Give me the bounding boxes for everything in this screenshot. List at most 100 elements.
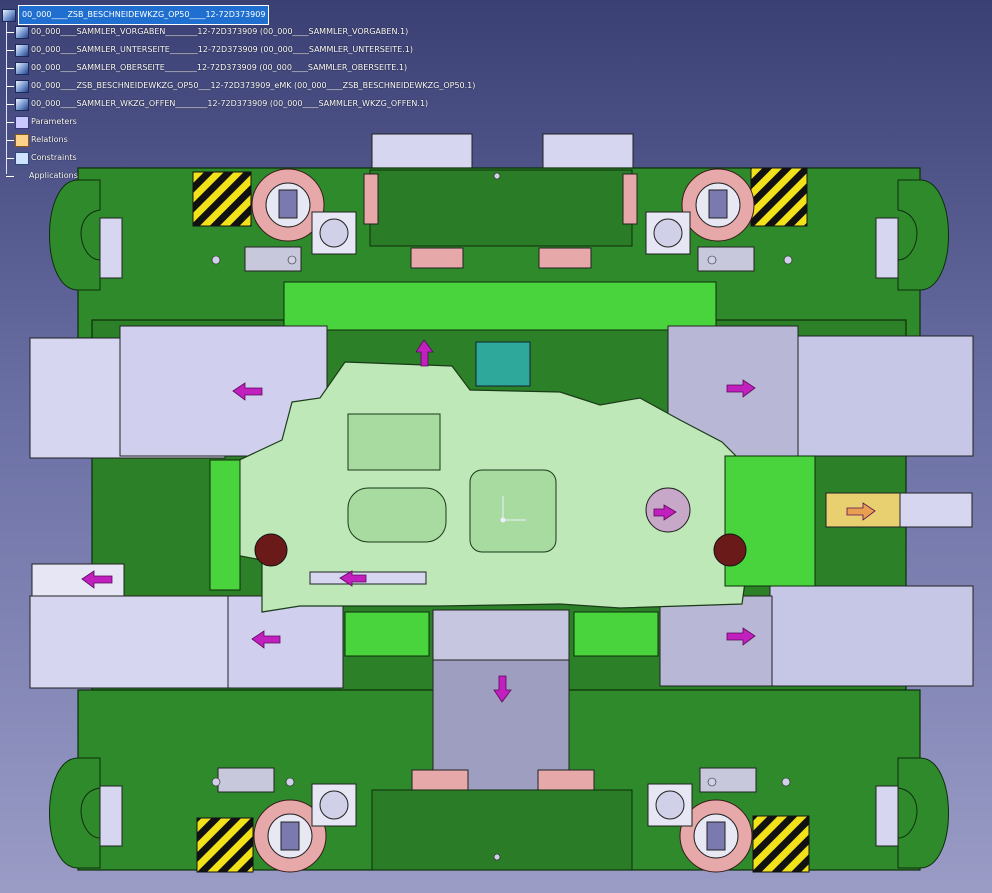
product-icon xyxy=(15,43,29,57)
relations-icon xyxy=(15,133,29,147)
hook-top-left xyxy=(49,179,101,291)
tree-node-label: 00_000____SAMMLER_VORGABEN________12-72D… xyxy=(31,27,409,36)
tree-node-label: 00_000____ZSB_BESCHNEIDEWKZG_OP50___12-7… xyxy=(31,81,476,90)
tree-node-label: Constraints xyxy=(31,153,77,162)
arrow-slot-left-icon xyxy=(339,570,367,587)
slide-right-lower-inner xyxy=(659,595,773,687)
lifting-lug-top-right xyxy=(681,168,755,242)
tree-spine xyxy=(6,14,7,174)
lower-center-channel xyxy=(371,789,633,871)
upper-pink-bar-left xyxy=(363,173,379,225)
arrow-right-yellow-icon xyxy=(846,502,876,521)
lower-gray-block-left xyxy=(217,767,275,793)
pad-plate-left xyxy=(209,459,241,591)
tree-node-child[interactable]: 00_000____SAMMLER_UNTERSEITE_______12-72… xyxy=(6,41,413,59)
bolt-block-top-left xyxy=(311,211,357,255)
tree-node-label: Applications xyxy=(29,171,78,180)
upper-pink-pad-left xyxy=(410,247,464,269)
bolt-small xyxy=(287,255,297,265)
tree-node-applications[interactable]: Applications xyxy=(6,167,78,185)
dark-red-bolt-right xyxy=(713,533,747,567)
tree-node-child[interactable]: 00_000____ZSB_BESCHNEIDEWKZG_OP50___12-7… xyxy=(6,77,475,95)
teal-cylinder-block xyxy=(475,341,531,387)
hazard-block-bottom-right xyxy=(752,815,810,873)
product-icon xyxy=(15,25,29,39)
bolt-small xyxy=(211,777,221,787)
product-icon xyxy=(2,8,16,22)
slide-right-small xyxy=(899,492,973,528)
arrow-left-small-icon xyxy=(81,570,113,589)
upper-pink-bar-right xyxy=(622,173,638,225)
tree-node-child[interactable]: 00_000____SAMMLER_VORGABEN________12-72D… xyxy=(6,23,408,41)
tree-node-label: Relations xyxy=(31,135,68,144)
arrow-up-icon xyxy=(415,339,434,367)
lifting-lug-bottom-right xyxy=(679,799,753,873)
lower-pink-pad-left xyxy=(411,769,469,793)
applications-icon xyxy=(15,171,27,182)
tree-node-label: 00_000____SAMMLER_OBERSEITE________12-72… xyxy=(31,63,408,72)
upper-center-channel xyxy=(369,169,633,247)
arrow-right-center-icon xyxy=(653,504,677,521)
upper-gray-block-right xyxy=(697,246,755,272)
arrow-left-lower-icon xyxy=(251,630,281,649)
bolt-small xyxy=(493,853,501,861)
lower-bolt-block-left xyxy=(344,611,430,657)
lower-bolt-block-right xyxy=(573,611,659,657)
dark-red-bolt-left xyxy=(254,533,288,567)
hazard-block-top-left xyxy=(192,171,252,227)
hazard-block-top-right xyxy=(750,167,808,227)
lifting-lug-top-left xyxy=(251,168,325,242)
guide-pin-top-right xyxy=(875,217,899,279)
tree-node-root[interactable]: 00_000____ZSB_BESCHNEIDEWKZG_OP50____12-… xyxy=(2,5,270,25)
product-icon xyxy=(15,61,29,75)
arrow-right-lower-icon xyxy=(726,627,756,646)
tree-node-label: Parameters xyxy=(31,117,77,126)
guide-pin-top-left xyxy=(99,217,123,279)
top-lifter-block-left xyxy=(371,133,473,171)
tree-node-label: 00_000____SAMMLER_UNTERSEITE_______12-72… xyxy=(31,45,413,54)
specification-tree: 00_000____ZSB_BESCHNEIDEWKZG_OP50____12-… xyxy=(0,0,520,190)
pad-plate-right xyxy=(724,455,816,587)
insert-top-bright xyxy=(283,281,717,331)
bolt-block-bottom-right xyxy=(647,783,693,827)
bolt-small xyxy=(783,255,793,265)
tree-node-label: 00_000____SAMMLER_WKZG_OFFEN________12-7… xyxy=(31,99,429,108)
bolt-small xyxy=(211,255,221,265)
tree-node-child[interactable]: 00_000____SAMMLER_WKZG_OFFEN________12-7… xyxy=(6,95,428,113)
product-icon xyxy=(15,97,29,111)
product-icon xyxy=(15,79,29,93)
lower-pink-pad-right xyxy=(537,769,595,793)
arrow-right-upper-icon xyxy=(726,379,756,398)
tree-node-parameters[interactable]: Parameters xyxy=(6,113,77,131)
constraints-icon xyxy=(15,151,29,165)
arrow-down-icon xyxy=(493,675,512,703)
parameters-icon xyxy=(15,115,29,129)
hook-top-right xyxy=(897,179,949,291)
guide-pin-bottom-left xyxy=(99,785,123,847)
slide-left-lower-inner xyxy=(227,595,344,689)
upper-pink-pad-right xyxy=(538,247,592,269)
bolt-small xyxy=(493,172,501,180)
guide-pin-bottom-right xyxy=(875,785,899,847)
top-center-insert xyxy=(347,413,441,471)
slide-right-upper xyxy=(769,335,974,457)
top-lifter-block-right xyxy=(542,133,634,171)
tree-node-child[interactable]: 00_000____SAMMLER_OBERSEITE________12-72… xyxy=(6,59,407,77)
tree-node-label: 00_000____ZSB_BESCHNEIDEWKZG_OP50____12-… xyxy=(18,5,270,25)
arrow-left-upper-icon xyxy=(232,382,263,401)
lifting-lug-bottom-left xyxy=(253,799,327,873)
slide-left-lower xyxy=(29,595,231,689)
tree-node-constraints[interactable]: Constraints xyxy=(6,149,77,167)
left-pocket xyxy=(347,487,447,543)
bolt-small xyxy=(285,777,295,787)
tree-node-relations[interactable]: Relations xyxy=(6,131,68,149)
hook-bottom-left xyxy=(49,757,101,869)
hazard-block-bottom-left xyxy=(196,817,254,873)
bolt-small xyxy=(781,777,791,787)
bolt-block-top-right xyxy=(645,211,691,255)
bolt-small xyxy=(707,777,717,787)
long-slot xyxy=(309,571,427,585)
axis-compass-icon xyxy=(500,496,526,523)
slide-right-lower xyxy=(769,585,974,687)
